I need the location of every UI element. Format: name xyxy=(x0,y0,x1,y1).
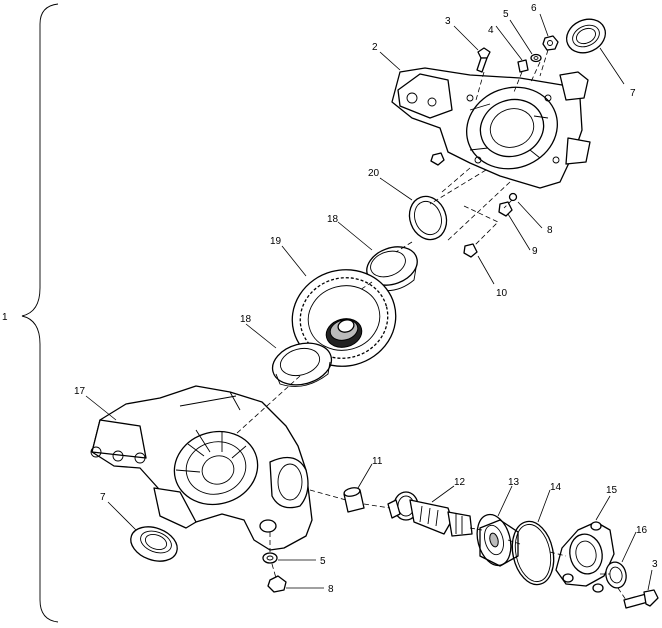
plug-small-upper-left xyxy=(430,152,445,166)
shim-part-20 xyxy=(408,195,448,241)
seal-part-7-upper xyxy=(566,18,606,54)
washer-part-5-upper xyxy=(530,53,542,63)
plug-part-9 xyxy=(498,201,513,217)
callout-12: 12 xyxy=(454,477,466,488)
bolt-part-3-upper xyxy=(476,47,491,73)
lower-housing-part-17 xyxy=(90,385,313,551)
callout-9: 9 xyxy=(532,246,538,257)
callout-20: 20 xyxy=(368,168,380,179)
pinion-shaft-part-12 xyxy=(387,491,473,537)
ring-gear-part-19 xyxy=(291,269,397,367)
callout-3-lower: 3 xyxy=(652,559,658,570)
plug-part-10 xyxy=(463,243,478,258)
assembly-bracket xyxy=(21,3,59,623)
callout-11: 11 xyxy=(372,456,383,467)
callout-18-lower: 18 xyxy=(240,314,252,325)
bearing-part-13 xyxy=(476,513,519,567)
nut-part-6 xyxy=(542,35,559,51)
bearing-cover-part-15 xyxy=(555,521,615,593)
callout-8-lower: 8 xyxy=(328,584,334,595)
bolt-part-8-lower xyxy=(267,575,287,593)
o-ring-part-14 xyxy=(511,520,555,586)
leader-lines xyxy=(85,13,653,591)
callout-2: 2 xyxy=(372,42,378,53)
upper-housing-part-2 xyxy=(391,67,591,189)
callout-8-upper: 8 xyxy=(547,225,553,236)
bushing-part-11 xyxy=(343,487,365,513)
callout-14: 14 xyxy=(550,482,562,493)
seal-part-16 xyxy=(605,561,627,589)
washer-part-8-upper xyxy=(508,192,518,202)
bolt-part-3-lower xyxy=(623,589,659,609)
callout-15: 15 xyxy=(606,485,618,496)
callout-6: 6 xyxy=(531,3,537,14)
callout-4: 4 xyxy=(488,25,494,36)
callout-16: 16 xyxy=(636,525,648,536)
callout-18-upper: 18 xyxy=(327,214,339,225)
assembly-lines xyxy=(235,49,627,601)
seal-part-7-lower xyxy=(130,526,178,562)
callout-labels: 1 2 3 4 5 6 7 20 8 18 9 19 10 18 17 7 11… xyxy=(2,3,658,595)
pin-part-4 xyxy=(517,59,529,73)
callout-5-lower: 5 xyxy=(320,556,326,567)
callout-7-upper: 7 xyxy=(630,88,636,99)
callout-3-upper: 3 xyxy=(445,16,451,27)
washer-part-5-lower xyxy=(262,552,278,564)
callout-13: 13 xyxy=(508,477,520,488)
callout-7-lower: 7 xyxy=(100,492,106,503)
callout-1: 1 xyxy=(2,312,8,323)
callout-17: 17 xyxy=(74,386,86,397)
callout-10: 10 xyxy=(496,288,508,299)
callout-19: 19 xyxy=(270,236,282,247)
bearing-part-18-lower xyxy=(271,342,333,387)
callout-5-upper: 5 xyxy=(503,9,509,20)
